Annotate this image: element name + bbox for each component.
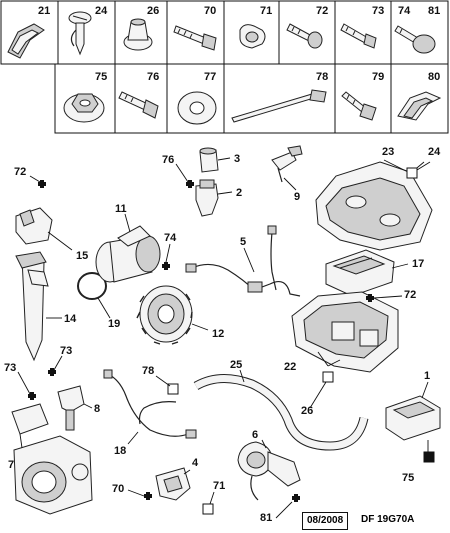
cell-79-label: 79 (372, 71, 384, 83)
hose-clip-71-icon (239, 24, 266, 49)
cross-mark-icon (366, 294, 374, 302)
component-drawing (11, 145, 441, 515)
cell-81-label: 81 (428, 5, 440, 17)
callout-17: 17 (412, 258, 424, 270)
open-square-mark-icon (202, 503, 214, 515)
callout-14: 14 (64, 313, 77, 325)
air-flow-meter-11 (95, 213, 161, 283)
cross-mark-icon (144, 492, 152, 500)
callout-74: 74 (164, 232, 177, 244)
hose-25 (193, 369, 369, 451)
spring-clip-80-icon (397, 91, 442, 121)
callout-2: 2 (236, 187, 242, 199)
cell-76-label: 76 (147, 71, 159, 83)
callout-26: 26 (301, 405, 313, 417)
injector-14 (15, 251, 62, 362)
cell-72-label: 72 (316, 5, 328, 17)
callout-9: 9 (294, 191, 300, 203)
callout-18: 18 (114, 445, 126, 457)
o-ring-19 (77, 272, 111, 319)
push-pin-24-icon (68, 11, 92, 56)
callout-labels: 72 15 14 11 74 19 12 76 3 2 9 23 24 5 17… (4, 146, 441, 524)
cable-tie-78-icon (231, 89, 327, 123)
cell-70-label: 70 (204, 5, 216, 17)
cell-73-label: 73 (372, 5, 384, 17)
cross-mark-icon (292, 494, 300, 502)
open-square-mark-icon (406, 167, 418, 179)
washer-77-icon (177, 91, 217, 125)
engine-cover-23 (315, 159, 433, 251)
screw-73-icon (340, 23, 377, 49)
wiring-harness-5 (185, 225, 301, 297)
diagram-date-box: 08/2008 (302, 512, 349, 530)
cable-18 (103, 369, 197, 445)
callout-19: 19 (108, 318, 120, 330)
ecu-tray-22 (291, 291, 399, 373)
cell-75-label: 75 (95, 71, 107, 83)
callout-71: 71 (213, 480, 225, 492)
callout-5: 5 (240, 236, 246, 248)
callout-76: 76 (162, 154, 174, 166)
cell-77-label: 77 (204, 71, 216, 83)
callout-6: 6 (252, 429, 258, 441)
callout-22: 22 (284, 361, 296, 373)
cross-mark-icon (162, 262, 170, 270)
cell-24-label: 24 (95, 5, 108, 17)
callout-78: 78 (142, 365, 154, 377)
cell-21-label: 21 (38, 5, 50, 17)
callout-72-mid: 72 (404, 289, 416, 301)
callout-73-left: 73 (4, 362, 16, 374)
ecu-17 (325, 249, 409, 297)
cell-78-label: 78 (316, 71, 328, 83)
callout-7: 7 (8, 459, 14, 471)
callout-23: 23 (382, 146, 394, 158)
cell-74-label: 74 (398, 5, 411, 17)
grommet-26-icon (123, 18, 153, 51)
fastener-grid: 21 24 26 70 71 72 73 74 81 75 76 77 78 7… (0, 0, 449, 134)
cap-3 (199, 147, 231, 173)
sensor-15 (15, 207, 73, 251)
cell-26-label: 26 (147, 5, 159, 17)
actuator-6 (237, 439, 301, 501)
callout-15: 15 (76, 250, 88, 262)
callout-70: 70 (112, 483, 124, 495)
flange-bolt-74-icon (394, 25, 436, 54)
cell-80-label: 80 (428, 71, 440, 83)
callout-25: 25 (230, 359, 242, 371)
open-square-mark-icon (167, 383, 179, 395)
screw-72-icon (286, 23, 323, 49)
callout-4: 4 (192, 457, 199, 469)
callout-3: 3 (234, 153, 240, 165)
callout-72-top: 72 (14, 166, 26, 178)
callout-75: 75 (402, 472, 414, 484)
callout-11: 11 (115, 203, 127, 215)
solenoid-4 (155, 467, 191, 501)
callout-24: 24 (428, 146, 441, 158)
callout-1: 1 (424, 370, 430, 382)
callout-81: 81 (260, 512, 272, 524)
callout-73-right: 73 (60, 345, 72, 357)
throttle-body-7 (11, 403, 93, 515)
callout-8: 8 (94, 403, 100, 415)
valve-2 (195, 179, 233, 217)
callout-12: 12 (212, 328, 224, 340)
sensor-9 (271, 145, 303, 191)
stud-bolt-76-icon (118, 91, 159, 119)
bolt-70-icon (173, 25, 217, 51)
module-1 (385, 381, 441, 452)
clip-21-icon (7, 23, 45, 59)
pulley-12 (136, 285, 209, 345)
filled-square-mark-icon (423, 451, 435, 463)
cell-71-label: 71 (260, 5, 272, 17)
screw-79-icon (341, 91, 377, 121)
fixing-markers (17, 161, 435, 519)
diagram-reference-code: DF 19G70A (361, 514, 415, 525)
sensor-8 (57, 385, 93, 431)
open-square-mark-icon (322, 371, 334, 383)
flange-nut-75-icon (63, 93, 105, 123)
